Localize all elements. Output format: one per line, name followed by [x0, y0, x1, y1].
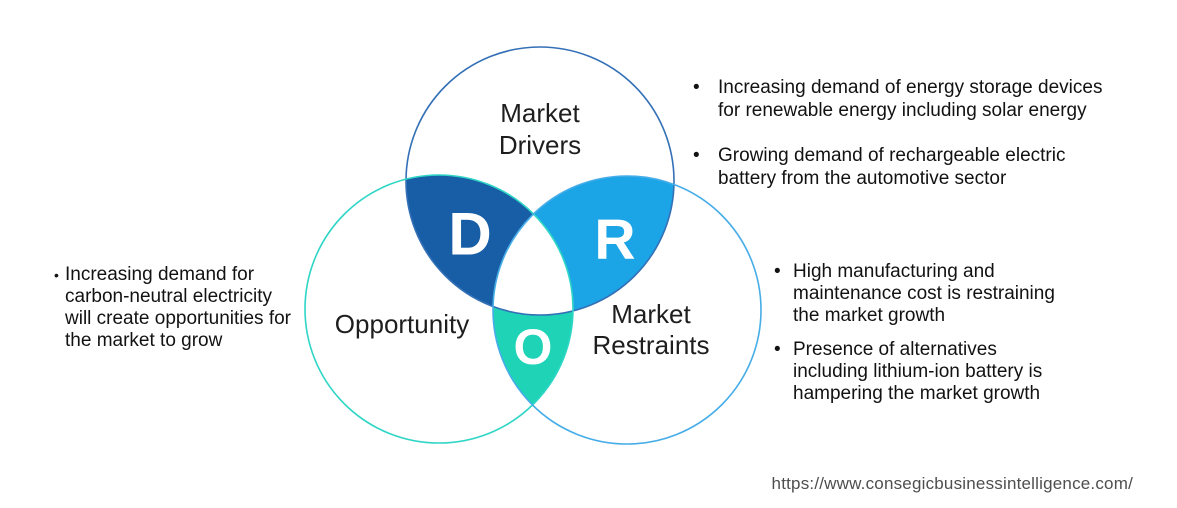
opportunity-note-item: • Increasing demand for carbon-neutral e…	[50, 264, 291, 352]
restraints-notes-list: • High manufacturing and maintenance cos…	[770, 261, 1055, 405]
restraints-circle-outline	[492, 175, 762, 445]
restraints-note-text: High manufacturing and maintenance cost …	[793, 261, 1055, 326]
drivers-note-item: • Increasing demand of energy storage de…	[688, 76, 1102, 122]
drivers-notes-list: • Increasing demand of energy storage de…	[688, 76, 1102, 190]
bullet-marker-icon: •	[774, 261, 781, 282]
drivers-note-text: Increasing demand of energy storage devi…	[718, 77, 1103, 121]
bullet-marker-icon: •	[693, 145, 700, 166]
drivers-circle-label: Market Drivers	[498, 98, 582, 160]
bullet-marker-icon: •	[693, 77, 700, 98]
restraints-note-item: • Presence of alternatives including lit…	[770, 339, 1055, 405]
restraints-note-text: Presence of alternatives including lithi…	[793, 339, 1043, 404]
drivers-circle-outline	[405, 46, 675, 316]
overlap-letter-r: R	[594, 208, 635, 272]
opportunity-notes-list: • Increasing demand for carbon-neutral e…	[50, 264, 291, 352]
opportunity-note-text: Increasing demand for carbon-neutral ele…	[65, 264, 291, 351]
opportunity-circle-outline	[304, 174, 574, 444]
opportunity-circle-label: Opportunity	[334, 309, 470, 339]
drivers-note-item: • Growing demand of rechargeable electri…	[688, 144, 1102, 190]
restraints-circle-label: Market Restraints	[592, 299, 710, 360]
overlap-letter-o: O	[514, 319, 553, 375]
overlap-letter-d: D	[448, 201, 491, 268]
source-url: https://www.consegicbusinessintelligence…	[771, 474, 1133, 493]
bullet-marker-icon: •	[774, 339, 781, 360]
restraints-note-item: • High manufacturing and maintenance cos…	[770, 261, 1055, 327]
drivers-note-text: Growing demand of rechargeable electric …	[718, 145, 1066, 189]
bullet-marker-icon: •	[54, 267, 59, 283]
